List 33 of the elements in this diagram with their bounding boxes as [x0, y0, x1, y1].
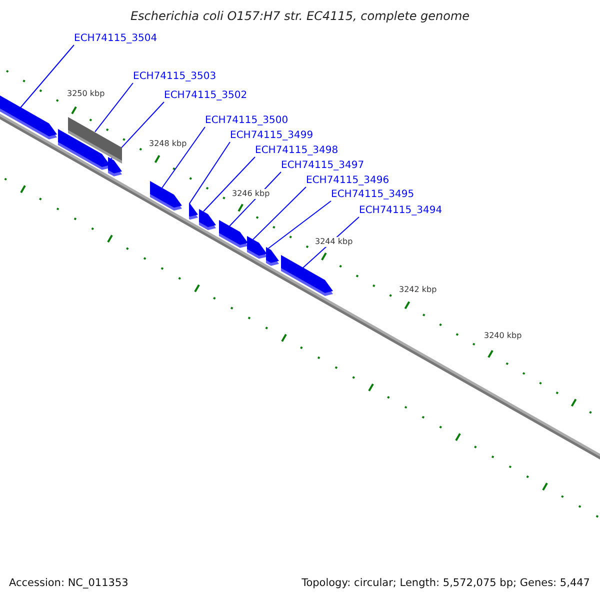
tick-label: 3246 kbp: [231, 189, 271, 199]
leader-line: [252, 186, 306, 240]
tick-label: 3242 kbp: [398, 285, 438, 295]
tick-label: 3244 kbp: [314, 237, 354, 247]
gene-block: [189, 203, 198, 220]
gene-block: [150, 181, 182, 211]
gene-block: [219, 220, 248, 248]
gene-label: ECH74115_3504: [74, 32, 158, 45]
gene-block: [281, 255, 333, 296]
leader-line: [203, 156, 256, 212]
gene-label: ECH74115_3494: [359, 204, 442, 217]
gene-label: ECH74115_3497: [281, 159, 364, 172]
title: Escherichia coli O157:H7 str. EC4115, complete genome: [130, 9, 470, 23]
gene-label: ECH74115_3496: [306, 174, 390, 187]
tick-label: 3248 kbp: [148, 139, 188, 149]
leader-line: [162, 126, 206, 188]
gene-label: ECH74115_3499: [230, 129, 314, 142]
gene-block: [108, 157, 122, 177]
leader-line: [94, 82, 134, 132]
gene-block: [266, 246, 279, 266]
gene-label: ECH74115_3495: [331, 188, 414, 201]
leader-line: [268, 200, 332, 249]
footer-text: Topology: circular; Length: 5,572,075 bp; Genes: 5,447: [302, 577, 590, 590]
gene-label: ECH74115_3498: [255, 144, 338, 157]
tick-label: 3240 kbp: [483, 331, 523, 341]
leader-line: [189, 142, 230, 204]
tick-label: 3250 kbp: [66, 89, 106, 99]
leader-line: [20, 44, 74, 108]
gene-block: [58, 128, 110, 170]
footer-text: Accession: NC_011353: [9, 577, 128, 590]
gene-label: ECH74115_3502: [164, 89, 248, 102]
gene-label: ECH74115_3500: [205, 114, 288, 127]
gene-label: ECH74115_3503: [133, 70, 216, 83]
